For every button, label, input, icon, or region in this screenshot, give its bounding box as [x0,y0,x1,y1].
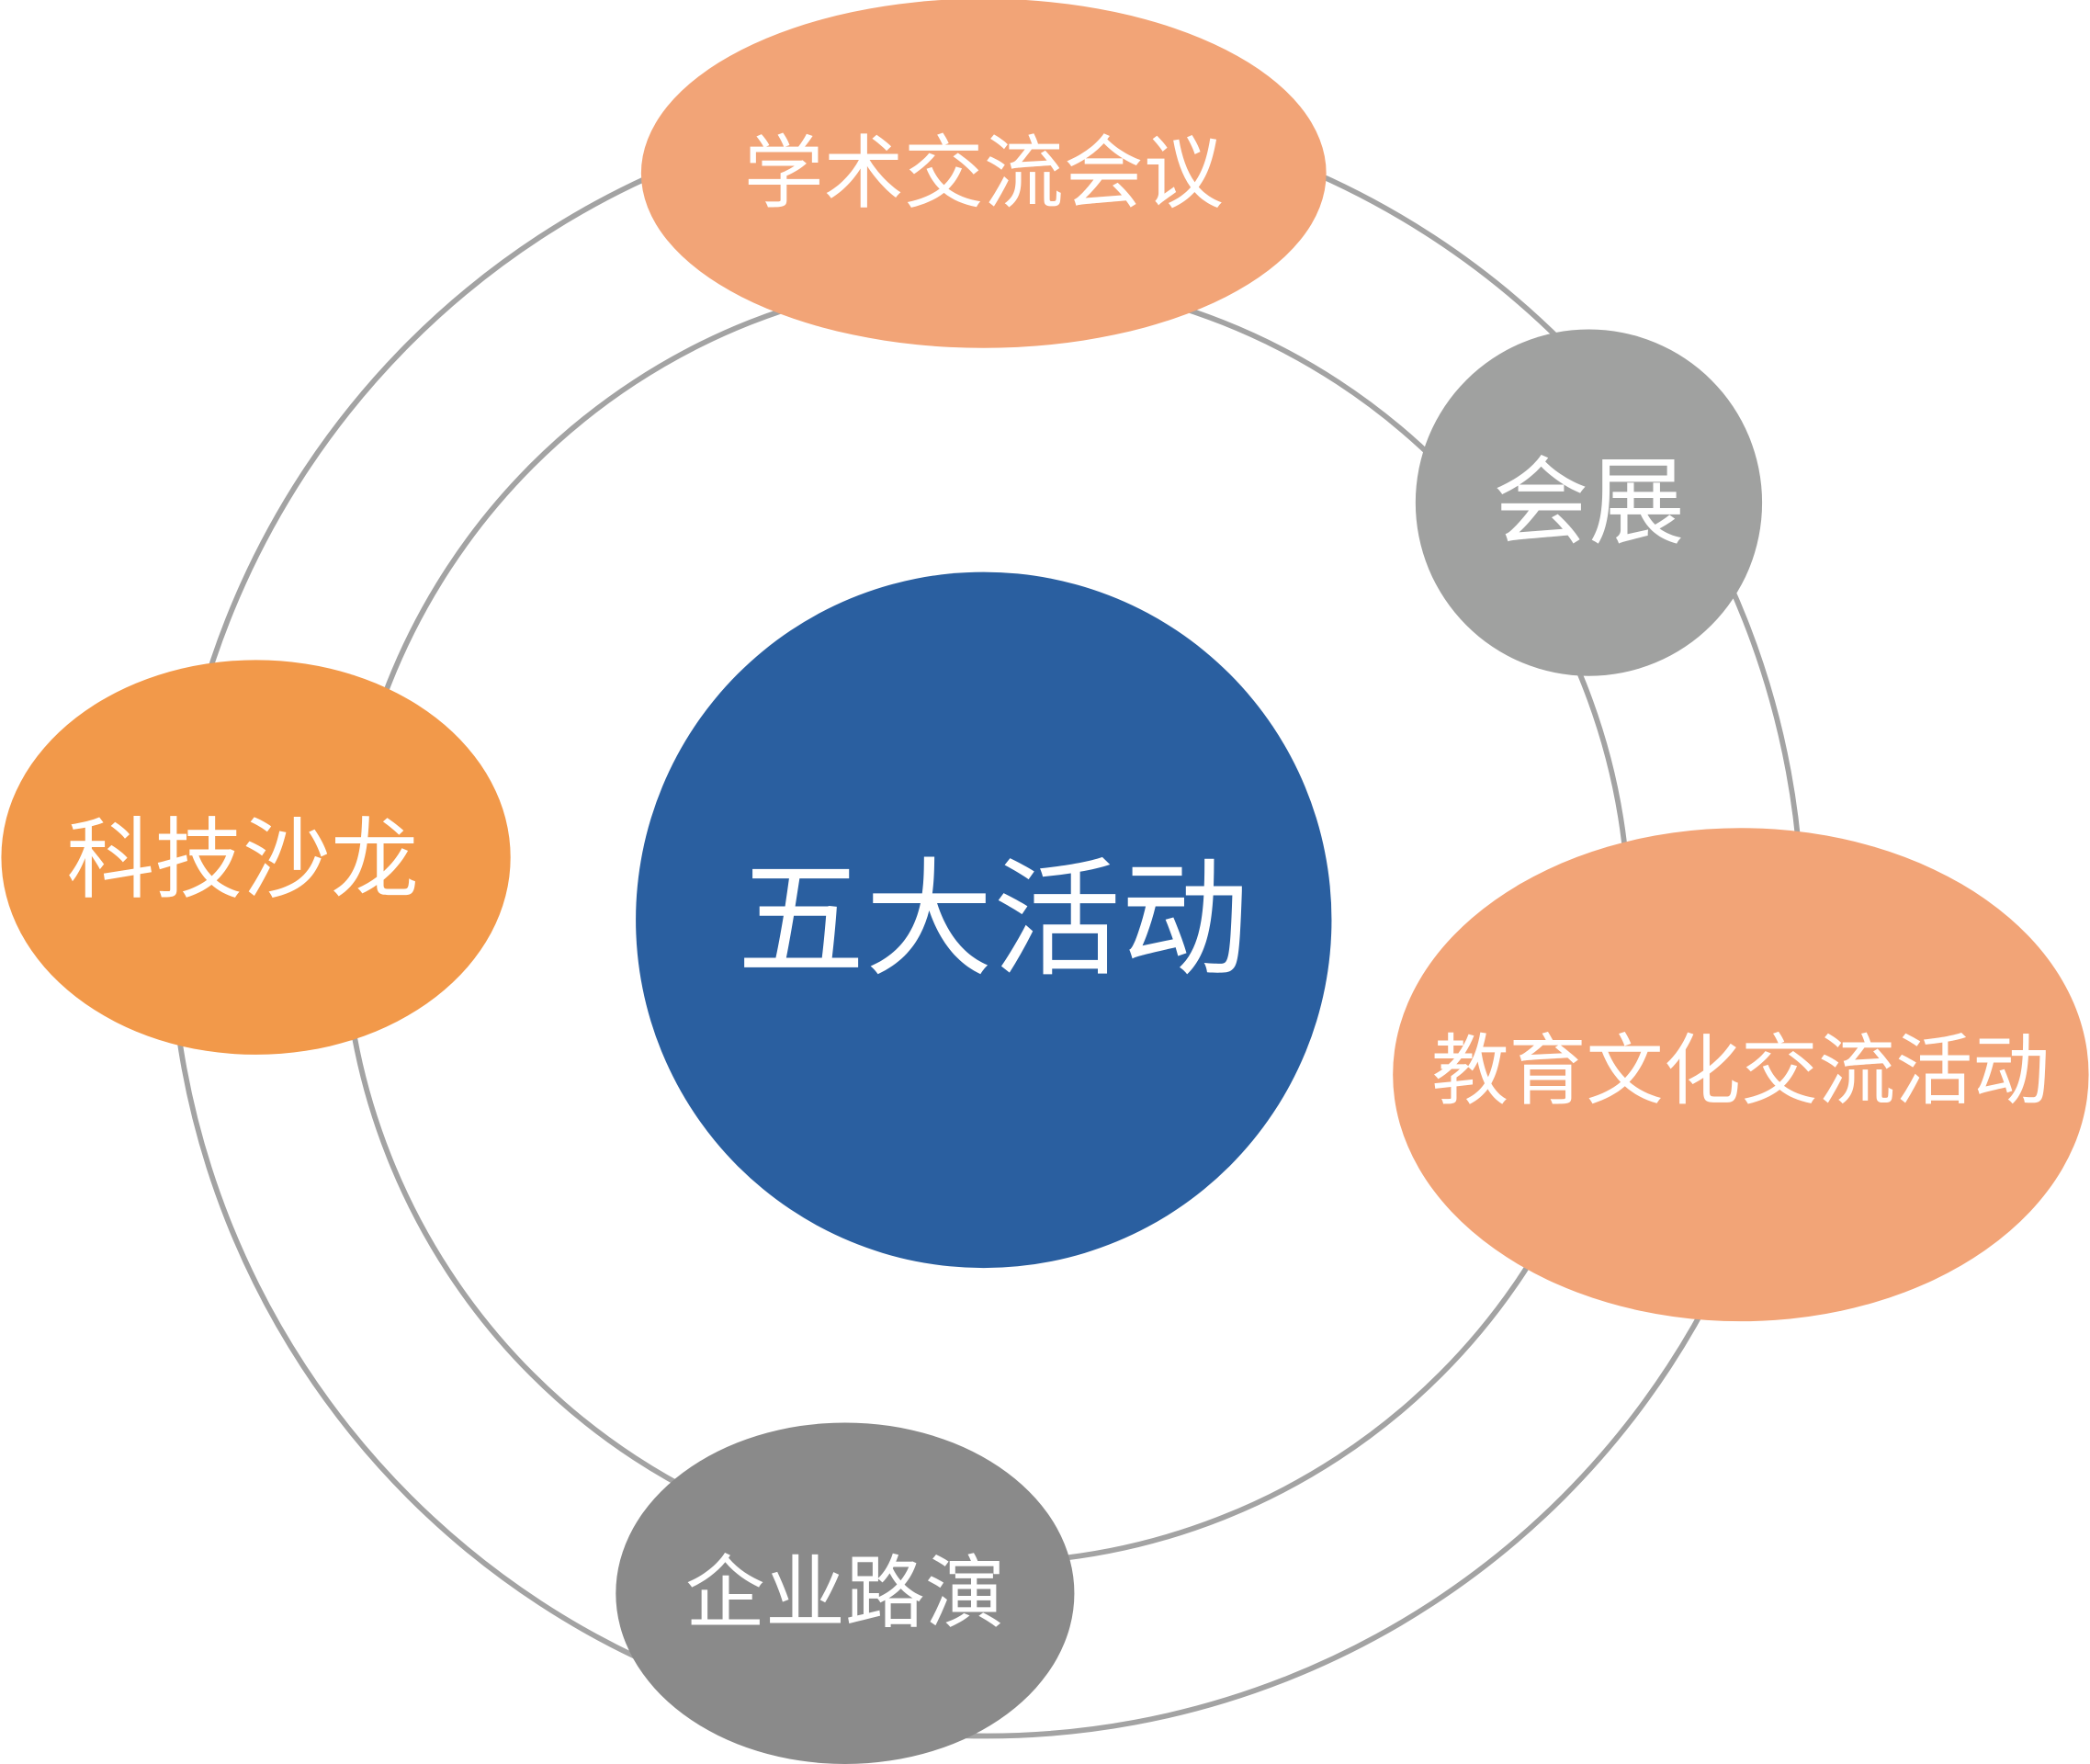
node-exhibition [1415,329,1763,676]
center-label: 五大活动 [737,845,1248,994]
node-education-label: 教育文化交流活动 [1431,1025,2050,1115]
node-exhibition-label: 会展 [1493,447,1685,559]
node-academic [640,0,1327,348]
node-tech-salon [1,660,511,1055]
node-roadshow-label: 企业路演 [685,1546,1005,1640]
node-roadshow [616,1422,1075,1764]
node-tech-salon-label: 科技沙龙 [67,808,419,911]
node-academic-label: 学术交流会议 [744,127,1224,220]
center-circle [636,571,1332,1269]
node-education [1393,828,2089,1322]
